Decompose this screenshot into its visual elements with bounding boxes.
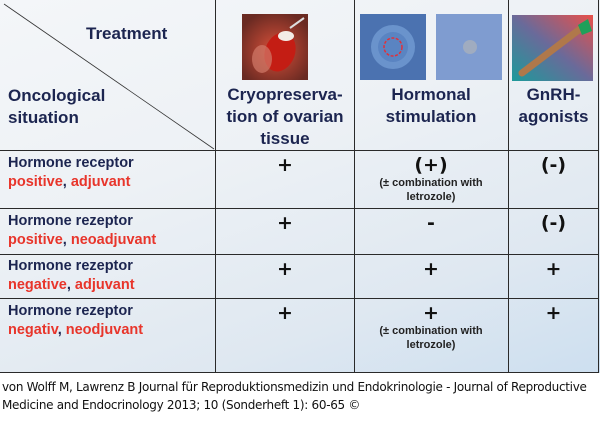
column-title-cryopreservation: Cryopreserva- tion of ovarian tissue — [216, 84, 354, 150]
row4-sep: , — [57, 322, 66, 338]
grid-hline — [0, 208, 599, 209]
grid-vline — [354, 0, 355, 373]
oncological-situation-header: Oncological situation — [8, 85, 105, 129]
cell-value: + — [277, 212, 293, 234]
row-label-hr-positive-neoadjuvant: Hormone rezeptor positive, neoadjuvant — [8, 212, 156, 250]
cell-r1-gnrh: (-) — [508, 154, 599, 176]
cell-value: (-) — [540, 212, 567, 234]
grid-hline — [0, 372, 599, 373]
ovarian-tissue-image — [242, 14, 308, 80]
grid-hline — [0, 150, 599, 151]
row3-status: negative — [8, 277, 67, 293]
grid-hline — [0, 298, 599, 299]
col1-line3: tissue — [260, 129, 310, 148]
row2-status: positive — [8, 232, 63, 248]
oncological-line2: situation — [8, 108, 79, 127]
oncological-line1: Oncological — [8, 86, 106, 105]
grid-hline — [0, 254, 599, 255]
grid-vline — [598, 0, 599, 373]
citation-caption: von Wolff M, Lawrenz B Journal für Repro… — [2, 378, 598, 414]
syringe-image — [512, 15, 593, 81]
cell-r2-hormonal: - — [354, 212, 508, 234]
grid-vline — [215, 0, 216, 373]
col3-line1: GnRH- — [526, 85, 581, 104]
cell-r1-cryo: + — [216, 154, 354, 176]
cell-value: + — [277, 258, 293, 280]
row4-timing: neodjuvant — [65, 322, 144, 338]
cell-r3-cryo: + — [216, 258, 354, 280]
grid-vline — [508, 0, 509, 373]
row3-timing: adjuvant — [74, 277, 135, 293]
row3-line1: Hormone rezeptor — [8, 258, 133, 274]
row1-line1: Hormone receptor — [8, 155, 134, 171]
caption-line1: von Wolff M, Lawrenz B Journal für Repro… — [2, 380, 587, 394]
row-label-hr-negative-adjuvant: Hormone rezeptor negative, adjuvant — [8, 257, 135, 295]
cell-r4-cryo: + — [216, 302, 354, 324]
row1-status: positive — [8, 174, 63, 190]
cell-value: (+) — [414, 154, 448, 176]
row3-sep: , — [66, 277, 75, 293]
caption-line2: Medicine and Endocrinology 2013; 10 (Son… — [2, 398, 361, 412]
cell-value: (-) — [540, 154, 567, 176]
row4-line1: Hormone rezeptor — [8, 303, 133, 319]
cell-r1-hormonal: (+) (± combination with letrozole) — [354, 154, 508, 204]
cell-value: + — [423, 258, 439, 280]
cell-note-line2: letrozole) — [406, 339, 456, 351]
row1-timing: adjuvant — [70, 174, 131, 190]
column-title-gnrh-agonists: GnRH- agonists — [508, 84, 599, 128]
cell-note-line2: letrozole) — [406, 191, 456, 203]
cell-value: + — [545, 302, 562, 324]
cell-value: + — [423, 302, 439, 324]
cell-note-line1: (± combination with — [379, 325, 483, 337]
col2-line2: stimulation — [385, 107, 477, 126]
treatment-header: Treatment — [86, 24, 168, 43]
column-title-hormonal-stimulation: Hormonal stimulation — [354, 84, 508, 128]
row-label-hr-positive-adjuvant: Hormone receptor positive, adjuvant — [8, 154, 134, 192]
row2-line1: Hormone rezeptor — [8, 213, 133, 229]
treatment-table: Treatment Oncological situation Cryopres… — [0, 0, 600, 373]
col2-line1: Hormonal — [391, 85, 471, 104]
cell-note-line1: (± combination with — [379, 177, 483, 189]
oocyte-image-1 — [360, 14, 426, 80]
row2-sep: , — [62, 232, 71, 248]
cell-r2-cryo: + — [216, 212, 354, 234]
cell-value: + — [545, 258, 562, 280]
col1-line2: tion of ovarian — [226, 107, 344, 126]
cell-r3-hormonal: + — [354, 258, 508, 280]
cell-r4-hormonal: + (± combination with letrozole) — [354, 302, 508, 352]
row2-timing: neoadjuvant — [70, 232, 157, 248]
row-label-hr-negative-neoadjuvant: Hormone rezeptor negativ, neodjuvant — [8, 302, 143, 340]
diagonal-divider — [3, 3, 215, 150]
cell-value: - — [427, 212, 435, 234]
row4-status: negativ — [8, 322, 58, 338]
oocyte-image-2 — [436, 14, 502, 80]
cell-value: + — [277, 302, 293, 324]
cell-r3-gnrh: + — [508, 258, 599, 280]
cell-r4-gnrh: + — [508, 302, 599, 324]
row1-sep: , — [62, 174, 71, 190]
cell-r2-gnrh: (-) — [508, 212, 599, 234]
cell-value: + — [277, 154, 293, 176]
col1-line1: Cryopreserva- — [227, 85, 343, 104]
col3-line2: agonists — [518, 107, 589, 126]
